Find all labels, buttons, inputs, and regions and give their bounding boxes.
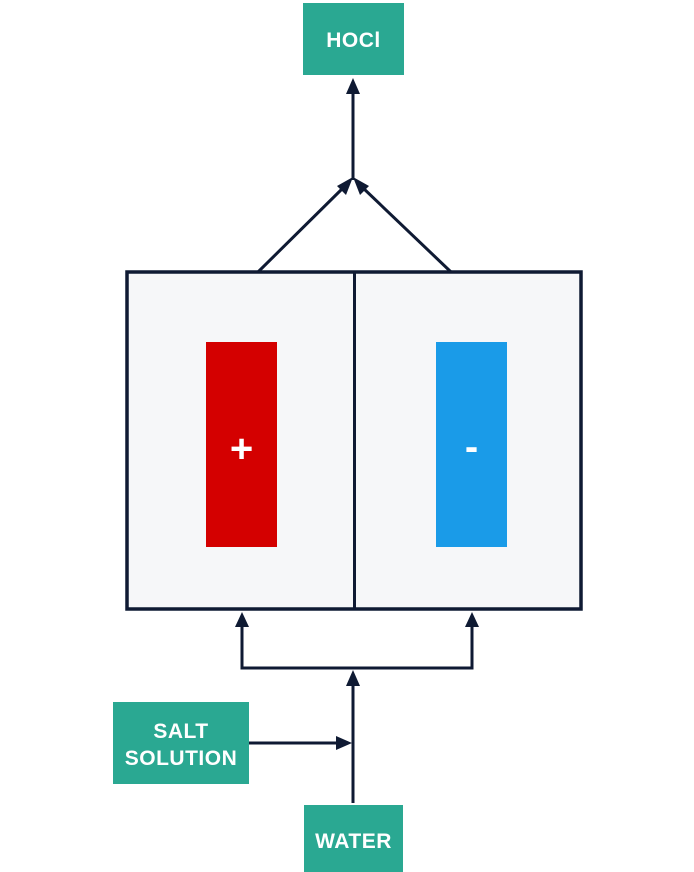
arrowhead-icon [346,78,360,94]
water-label: WATER [315,830,392,853]
arrowhead-icon [337,177,353,195]
hocl-label: HOCl [326,29,381,52]
anode-electrode: + [206,342,277,547]
electrolysis-cell: + - [125,270,583,611]
arrowhead-icon [465,612,479,627]
arrowhead-icon [353,177,369,195]
left-output-line [256,185,346,274]
salt-label-line2: SOLUTION [125,747,238,770]
plus-sign: + [230,427,253,471]
hocl-output-box: HOCl [303,3,404,75]
water-input-box: WATER [304,805,403,872]
right-output-line [360,185,453,274]
minus-sign: - [465,425,478,469]
cathode-electrode: - [436,342,507,547]
arrowhead-icon [336,736,352,750]
inlet-distribution-line [240,625,474,670]
arrowhead-icon [346,670,360,686]
arrowhead-icon [235,612,249,627]
salt-label-line1: SALT [153,720,208,743]
salt-solution-box: SALT SOLUTION [113,702,249,784]
